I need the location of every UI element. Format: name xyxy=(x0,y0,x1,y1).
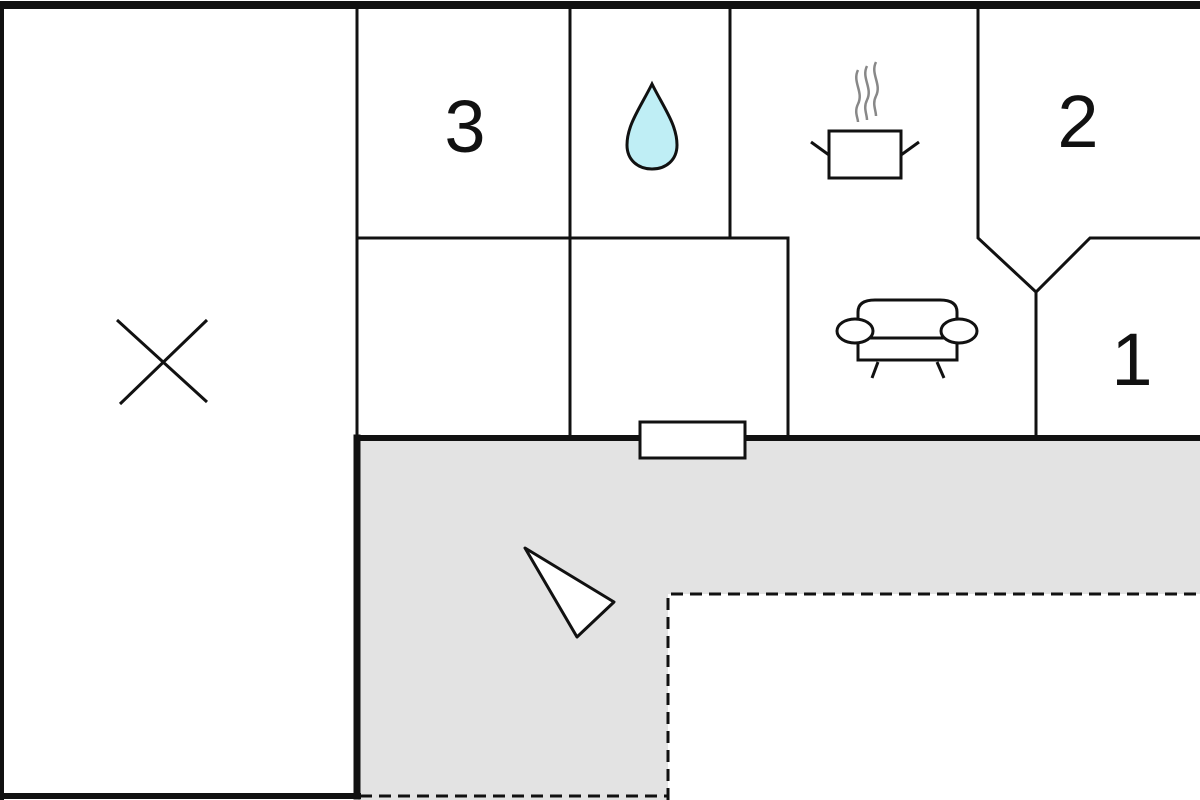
terrace xyxy=(358,440,1200,800)
room-3-label: 3 xyxy=(444,85,485,168)
door xyxy=(638,420,747,460)
cooking-pot-icon xyxy=(810,61,920,180)
cross-icon xyxy=(115,318,209,406)
room-1-label: 1 xyxy=(1111,318,1152,401)
compass-triangle-icon xyxy=(523,546,616,639)
water-drop-icon xyxy=(625,80,679,171)
room-2-label: 2 xyxy=(1057,80,1098,163)
sofa-icon xyxy=(835,298,979,379)
